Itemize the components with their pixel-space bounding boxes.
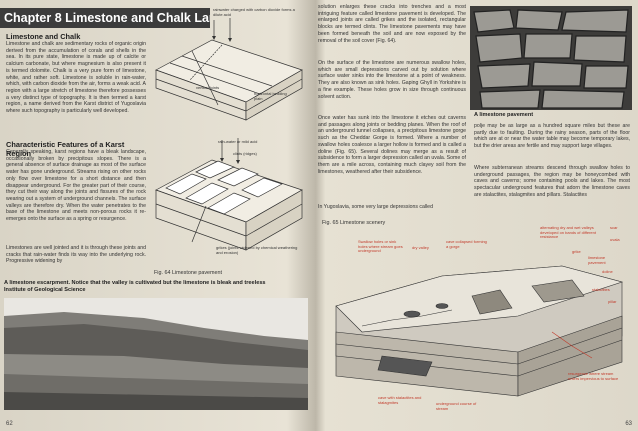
- section-heading-karst: Characteristic Features of a Karst Regio…: [6, 140, 125, 158]
- photo-credit: Institute of Geological Science: [4, 287, 86, 293]
- label-resurgence: resurgence where stream enters imperviou…: [568, 371, 619, 381]
- label-pillar: pillar: [608, 299, 617, 304]
- label-vertical-joints: vertical joints: [196, 85, 220, 90]
- section-text-limestone: Limestone and chalk are sedimentary rock…: [6, 41, 146, 115]
- label-cave-stalactites: cave with stalactites and stalagmites: [378, 395, 422, 405]
- escarpment-photo: [4, 298, 308, 410]
- text-caves-stalactites: Where subterranean streams descend throu…: [474, 165, 630, 198]
- label-dry-valley: dry valley: [412, 245, 429, 250]
- photo-caption-escarpment: A limestone escarpment. Notice that the …: [4, 280, 266, 286]
- pavement-photo: [470, 6, 632, 110]
- text-polje: polje may be as large as a hundred squar…: [474, 123, 630, 150]
- text-caverns-dolines: Once water has sunk into the limestone i…: [318, 115, 466, 175]
- section-text-karst: Generally speaking, karst regions have a…: [6, 149, 146, 223]
- label-uvala: uvala: [610, 237, 620, 242]
- photo-caption-pavement: A limestone pavement: [474, 112, 534, 118]
- label-doline: doline: [602, 269, 613, 274]
- label-cave-collapsed: cave collapsed forming a gorge: [446, 239, 487, 249]
- label-alternating-valleys: alternating dry and wet valleys develope…: [540, 225, 596, 240]
- chapter-title: Chapter 8 Limestone and Chalk Landform: [0, 8, 210, 28]
- text-swallow-holes: On the surface of the limestone are nume…: [318, 60, 466, 100]
- label-swallow-holes: Swallow holes or sink holes where stream…: [358, 239, 403, 254]
- fig64-caption: Fig. 64 Limestone pavement: [154, 270, 223, 276]
- label-underground-course: underground course of stream: [436, 401, 477, 411]
- right-page: solution enlarges these cracks into tren…: [318, 0, 638, 431]
- label-rainwater-acid: rainwater charged with carbon dioxide fo…: [213, 7, 295, 17]
- label-clints: clints (ridges): [233, 151, 257, 156]
- page-number-right: 63: [625, 421, 632, 427]
- text-limestone-pavement: solution enlarges these cracks into tren…: [318, 4, 466, 44]
- section-text-karst-cont: Limestones are well jointed and it is th…: [6, 245, 146, 265]
- label-rainwater-mild-acid: rain-water or mild acid: [218, 139, 258, 144]
- label-horizontal-bedding: horizontal bedding plain: [254, 91, 287, 101]
- text-yugoslavia: In Yugoslavia, some very large depressio…: [318, 204, 433, 210]
- left-page: Chapter 8 Limestone and Chalk Landform L…: [0, 0, 312, 431]
- label-grike: grike: [572, 249, 581, 254]
- limestone-pavement-diagram: [155, 18, 303, 251]
- fig65-caption: Fig. 65 Limestone scenery: [322, 220, 386, 226]
- label-limestone-pavement: limestone pavement: [588, 255, 606, 265]
- section-heading-limestone: Limestone and Chalk: [6, 32, 81, 41]
- label-grikes: grikes (joints widened by chemical weath…: [216, 245, 298, 255]
- label-scar: scar: [610, 225, 618, 230]
- page-number-left: 62: [6, 421, 13, 427]
- label-stalactites: stalactites: [592, 287, 610, 292]
- limestone-scenery-diagram: [335, 265, 624, 397]
